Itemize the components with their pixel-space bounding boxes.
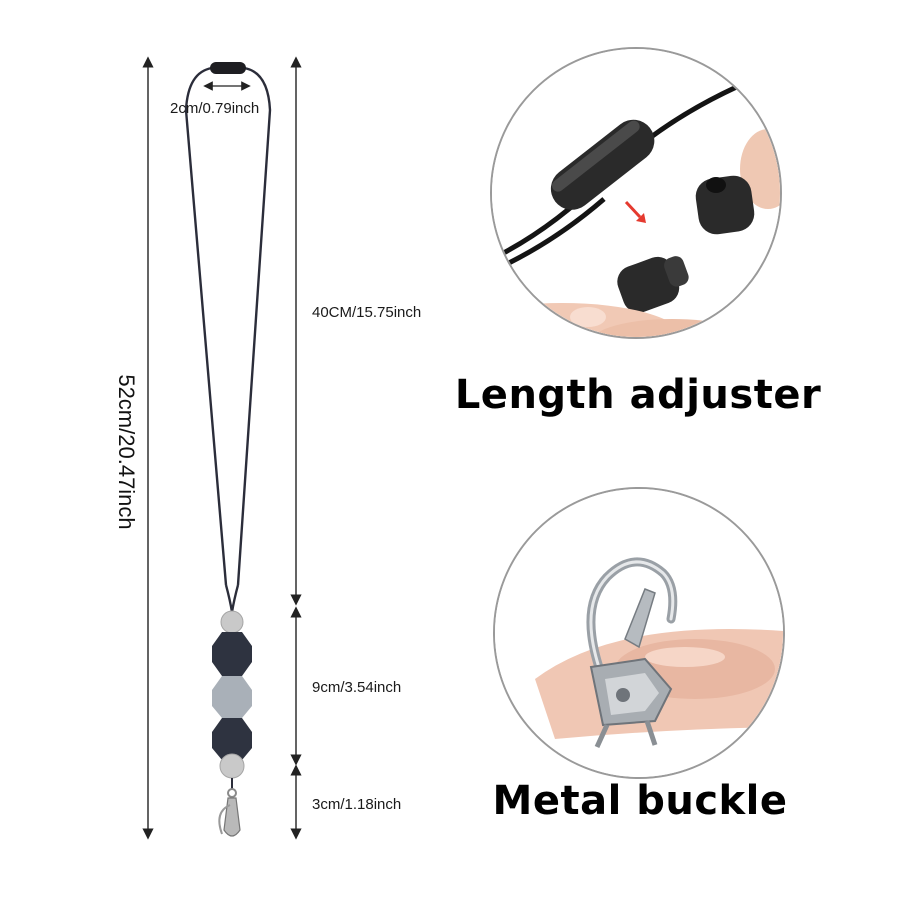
bead-length-label: 9cm/3.54inch [312, 679, 402, 696]
length-adjuster-detail [490, 47, 782, 339]
cord-length-label: 40CM/15.75inch [312, 304, 422, 321]
lanyard-illustration [142, 56, 302, 840]
total-length-label: 52cm/20.47inch [114, 374, 139, 530]
metal-buckle-detail [493, 487, 785, 779]
adjuster-width-label: 2cm/0.79inch [170, 100, 260, 117]
length-adjuster-caption: Length adjuster [454, 372, 822, 418]
cord [184, 66, 272, 613]
red-arrow-icon [624, 200, 646, 223]
metal-buckle-caption: Metal buckle [492, 778, 788, 824]
length-adjuster-photo [492, 49, 780, 337]
metal-buckle-photo [495, 489, 783, 777]
lanyard-clip-icon [218, 778, 241, 837]
bead-stack [212, 610, 252, 779]
clip-length-label: 3cm/1.18inch [312, 796, 402, 813]
cord-adjuster-icon [210, 62, 246, 74]
